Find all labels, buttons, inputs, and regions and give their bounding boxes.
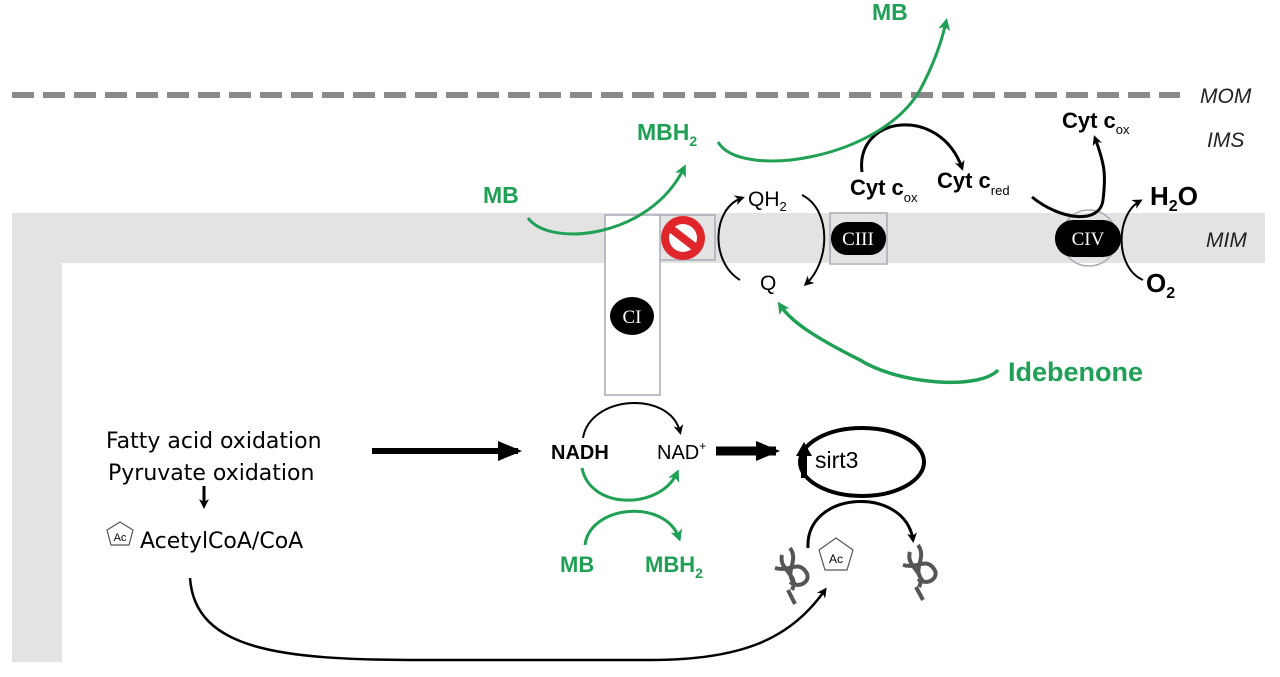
label-fatty-acid-oxidation: Fatty acid oxidation <box>106 429 322 454</box>
nadh-oxidation-arrow <box>582 401 684 439</box>
qh2-to-q-arrow <box>801 194 826 287</box>
complex-i: CI <box>604 214 716 396</box>
complex-iii-label: CIII <box>842 229 874 250</box>
label-nad: NAD+ <box>657 439 706 464</box>
label-mom: MOM <box>1200 85 1252 108</box>
label-mb-bottom: MB <box>560 552 594 577</box>
svg-text:Ac: Ac <box>829 552 843 566</box>
label-qh2: QH2 <box>748 188 787 214</box>
nadh-to-nad-green-arrow <box>580 467 680 502</box>
idebenone-arrow <box>777 301 1000 385</box>
q-cycle: QH2 Q <box>717 188 826 295</box>
label-cyt-cred: Cyt cred <box>937 168 1010 198</box>
up-arrow-icon <box>796 442 812 478</box>
label-mim: MIM <box>1206 229 1247 252</box>
mb-reduction-arrow <box>526 164 686 236</box>
mb-to-mbh2-arrow <box>583 509 683 546</box>
label-cyt-cox-right: Cyt cox <box>1062 108 1130 137</box>
complex-iv-label: CIV <box>1072 229 1105 250</box>
svg-text:Ac: Ac <box>114 532 127 544</box>
label-mbh2-ims: MBH2 <box>637 119 697 149</box>
mim-left-band <box>12 213 62 662</box>
pentagon-ac-icon: Ac <box>818 537 854 571</box>
protein-coil-icon <box>774 546 810 605</box>
label-acetylcoa: AcetylCoA/CoA <box>140 529 303 554</box>
label-cyt-cox-left: Cyt cox <box>850 175 918 205</box>
label-mb-left: MB <box>483 182 519 208</box>
label-h2o: H2O <box>1150 181 1198 215</box>
o2-to-h2o-arrow <box>1120 199 1144 281</box>
complex-i-label: CI <box>623 307 642 328</box>
sirt3-ellipse <box>798 426 926 498</box>
complex-iii: CIII <box>829 212 888 265</box>
mbh2-oxidation-arrow <box>716 18 951 163</box>
label-pyruvate-oxidation: Pyruvate oxidation <box>108 461 314 486</box>
complex-iv: CIV <box>1055 209 1121 267</box>
q-to-qh2-arrow <box>717 195 745 281</box>
label-o2: O2 <box>1146 268 1175 302</box>
label-ims: IMS <box>1207 129 1244 152</box>
label-mb-top: MB <box>872 0 908 25</box>
prohibition-icon <box>661 216 705 260</box>
cytc-reduction-arrow <box>860 123 965 173</box>
deacetylation-arrow <box>806 499 917 549</box>
label-q: Q <box>760 272 776 295</box>
complex-i-badge <box>610 297 654 335</box>
protein-coil-icon <box>902 543 938 601</box>
label-idebenone: Idebenone <box>1008 357 1143 387</box>
complex-i-cap <box>660 214 716 261</box>
label-mbh2-bottom: MBH2 <box>645 552 703 581</box>
label-nadh: NADH <box>551 442 609 464</box>
pentagon-ac-icon: Ac <box>106 521 134 546</box>
label-sirt3: sirt3 <box>815 447 858 473</box>
acetylation-arrow <box>188 577 827 662</box>
cytc-oxidation-arrow <box>1031 135 1106 219</box>
